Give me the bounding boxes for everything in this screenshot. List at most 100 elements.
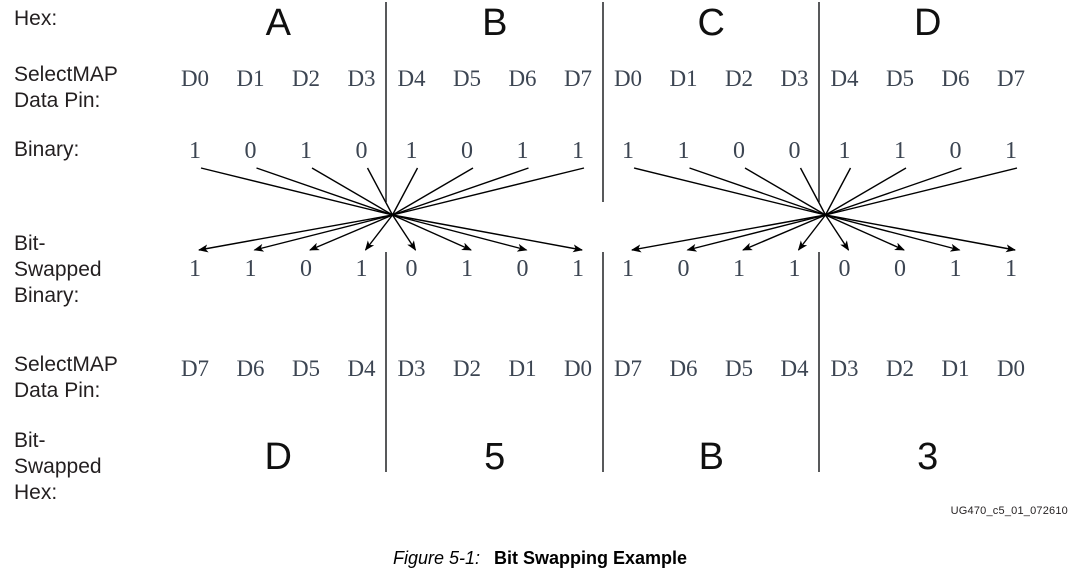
bit-swapped-bit-11: 1 [788,256,801,282]
swap-arrow-out-10 [742,214,826,251]
selectmap-pin-bottom-15: D0 [996,356,1026,381]
group-divider-2 [602,2,604,202]
selectmap-pin-top-12: D4 [830,66,859,91]
selectmap-pin-top-2: D2 [291,66,321,91]
swap-arrow-out-1 [253,214,393,252]
bit-swapped-bit-9: 0 [677,256,690,282]
swap-arrow-out-12 [824,214,850,251]
selectmap-pin-top-9: D1 [669,66,698,91]
binary-bit-1: 0 [244,138,257,164]
hex-value-1: B [482,2,508,44]
swap-arrow-out-11 [797,214,827,251]
binary-bit-10: 0 [733,138,745,164]
binary-bit-11: 0 [788,138,801,164]
selectmap-pin-bottom-0: D7 [180,356,210,381]
binary-bit-0: 1 [189,138,201,164]
selectmap-pin-top-10: D2 [724,66,754,91]
swap-arrow-out-5 [392,214,472,251]
selectmap-pin-top-13: D5 [885,66,915,91]
binary-bit-4: 1 [405,138,418,164]
swap-line-in-12 [824,167,852,216]
bit-swapped-hex-value-0: D [264,436,292,478]
bit-swapped-bit-14: 1 [949,256,962,282]
bit-swapped-bit-2: 0 [300,256,312,282]
row-label-selectmap-data-pin-bottom: SelectMAP Data Pin: [14,353,118,402]
bit-swapped-bit-1: 1 [244,256,257,282]
selectmap-pin-top-5: D5 [452,66,482,91]
swap-line-in-4 [391,167,419,216]
bit-swapped-bit-13: 0 [894,256,906,282]
swap-arrow-out-6 [392,214,528,252]
selectmap-pin-top-11: D3 [780,66,809,91]
binary-bit-8: 1 [622,138,634,164]
selectmap-pin-top-15: D7 [996,66,1026,91]
group-divider-1 [385,2,387,202]
selectmap-pin-bottom-2: D5 [291,356,321,381]
swap-line-in-13 [825,167,907,216]
selectmap-pin-top-1: D1 [236,66,265,91]
swap-arrow-out-13 [825,214,905,251]
row-label-bit-swapped-hex: Bit- Swapped Hex: [14,429,102,504]
swap-arrow-out-0 [198,214,393,253]
binary-bit-6: 1 [516,138,529,164]
bit-swapped-bit-8: 1 [622,256,634,282]
bit-swapped-hex-value-2: B [698,436,724,478]
selectmap-pin-bottom-4: D3 [397,356,426,381]
binary-bit-12: 1 [838,138,851,164]
row-label-hex: Hex: [14,7,58,30]
selectmap-pin-bottom-11: D4 [780,356,809,381]
selectmap-pin-top-4: D4 [397,66,426,91]
bit-swapped-bit-7: 1 [572,256,584,282]
swap-line-in-15 [825,167,1018,216]
selectmap-pin-bottom-9: D6 [669,356,698,381]
selectmap-pin-top-14: D6 [941,66,970,91]
swap-line-in-7 [392,167,585,216]
row-label-selectmap-data-pin-top: SelectMAP Data Pin: [14,63,118,112]
swap-line-in-5 [392,167,474,216]
row-label-bit-swapped-binary: Bit- Swapped Binary: [14,232,102,307]
bit-swapped-hex-value-1: 5 [484,436,506,478]
hex-value-0: A [265,2,291,44]
swap-line-in-6 [392,167,529,216]
group-divider-5 [602,252,604,472]
swap-line-in-0 [200,167,393,216]
binary-bit-2: 1 [300,138,312,164]
figure-caption: Figure 5-1:Bit Swapping Example [0,548,1080,569]
bit-swapped-hex-value-3: 3 [917,436,939,478]
swap-arrow-out-15 [825,214,1016,253]
binary-bit-9: 1 [677,138,690,164]
selectmap-pin-top-3: D3 [347,66,376,91]
swap-line-in-10 [744,167,826,216]
selectmap-pin-bottom-10: D5 [724,356,754,381]
selectmap-pin-top-0: D0 [180,66,210,91]
group-divider-6 [818,252,820,472]
figure-title: Bit Swapping Example [494,548,688,568]
binary-bit-14: 0 [949,138,962,164]
binary-bit-3: 0 [355,138,368,164]
bit-swapped-bit-15: 1 [1005,256,1017,282]
swap-arrow-out-9 [686,214,826,252]
swap-line-in-9 [689,167,826,216]
swap-arrow-out-2 [309,214,393,251]
selectmap-pin-bottom-3: D4 [347,356,376,381]
swap-line-in-11 [799,167,827,216]
selectmap-pin-top-7: D7 [563,66,593,91]
arrow-fan-left [198,167,585,253]
binary-bit-5: 0 [461,138,473,164]
bit-swapped-bit-4: 0 [405,256,418,282]
swap-arrow-out-7 [392,214,583,253]
binary-bit-7: 1 [572,138,584,164]
bit-swapped-bit-0: 1 [189,256,201,282]
swap-line-in-8 [633,167,826,216]
swap-arrow-out-14 [825,214,961,252]
selectmap-pin-bottom-6: D1 [508,356,537,381]
binary-bit-13: 1 [894,138,906,164]
swap-line-in-2 [311,167,393,216]
group-divider-3 [818,2,820,202]
bit-swapped-bit-10: 1 [733,256,745,282]
swap-arrow-out-4 [391,214,417,251]
selectmap-pin-top-6: D6 [508,66,537,91]
hex-value-2: C [697,2,725,44]
swap-arrow-out-8 [631,214,826,253]
